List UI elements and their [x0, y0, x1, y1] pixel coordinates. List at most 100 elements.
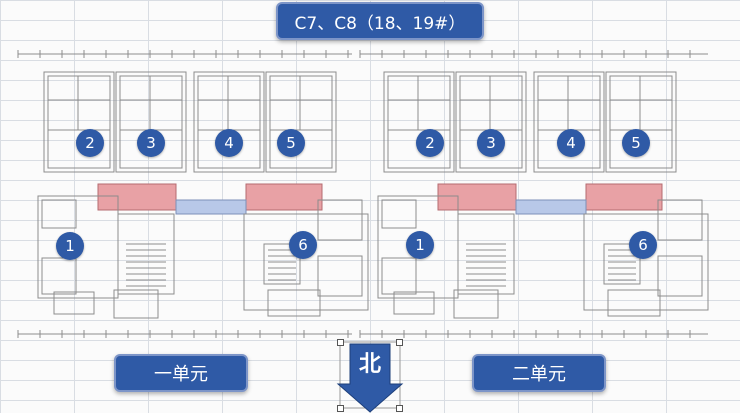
apartment-number: 1 — [415, 236, 425, 254]
room-outline — [381, 199, 417, 229]
room-outline — [47, 75, 79, 101]
north-label: 北 — [358, 352, 381, 377]
room-outline — [299, 75, 333, 101]
building-title-box: C7、C8（18、19#） — [276, 2, 484, 40]
apartment-outline — [383, 71, 455, 173]
room-outline — [639, 99, 673, 131]
unit-1-apartment-6-marker: 6 — [289, 231, 317, 259]
unit-2-apartment-6-marker: 6 — [629, 231, 657, 259]
room-outline — [197, 75, 229, 101]
apartment-outline — [455, 71, 527, 173]
unit-2-apartment-5-marker: 5 — [622, 129, 650, 157]
room-outline — [459, 99, 491, 131]
apartment-number: 6 — [298, 236, 308, 254]
room-outline — [387, 75, 419, 101]
apartment-number: 2 — [425, 134, 435, 152]
unit-1-label: 一单元 — [154, 364, 208, 385]
room-outline — [381, 257, 417, 295]
room-outline — [299, 99, 333, 131]
room-outline — [113, 289, 159, 319]
room-outline — [609, 99, 641, 131]
room-outline — [149, 99, 183, 131]
apartment-number: 5 — [631, 134, 641, 152]
unit-2-apartment-4-marker: 4 — [557, 129, 585, 157]
room-outline — [317, 255, 363, 297]
unit-1-apartment-1-marker: 1 — [56, 232, 84, 260]
room-outline — [269, 99, 301, 131]
apartment-outline — [193, 71, 265, 173]
room-outline — [537, 75, 569, 101]
unit-1-apartment-3-marker: 3 — [137, 129, 165, 157]
apartment-outline — [533, 71, 605, 173]
apartment-number: 3 — [146, 134, 156, 152]
apartment-number: 1 — [65, 237, 75, 255]
stair-core — [245, 183, 323, 211]
unit-1-apartment-2-marker: 2 — [76, 129, 104, 157]
stair-core — [585, 183, 663, 211]
room-outline — [489, 99, 523, 131]
unit-2-label: 二单元 — [512, 364, 566, 385]
room-outline — [269, 129, 333, 169]
room-outline — [453, 289, 499, 319]
unit-1-apartment-5-marker: 5 — [277, 129, 305, 157]
room-outline — [657, 199, 703, 241]
room-outline — [77, 75, 111, 101]
room-outline — [197, 99, 229, 131]
selection-handle[interactable] — [337, 339, 344, 346]
apartment-outline — [43, 71, 115, 173]
selection-handle[interactable] — [337, 405, 344, 412]
apartment-number: 2 — [85, 134, 95, 152]
unit-2-apartment-2-marker: 2 — [416, 129, 444, 157]
room-outline — [639, 75, 673, 101]
balcony-outline — [267, 289, 321, 317]
stair-core — [97, 183, 177, 211]
apartment-outline — [265, 71, 337, 173]
room-outline — [41, 199, 77, 229]
room-outline — [119, 99, 151, 131]
balcony-outline — [393, 291, 435, 315]
floor-plan-linework — [17, 50, 709, 338]
selection-handle[interactable] — [396, 339, 403, 346]
room-outline — [567, 99, 601, 131]
north-arrow-icon — [336, 341, 404, 413]
corridor — [175, 199, 247, 215]
apartment-number: 6 — [638, 236, 648, 254]
room-outline — [77, 99, 111, 131]
room-outline — [489, 75, 523, 101]
room-outline — [317, 199, 363, 241]
stair-outline — [603, 243, 641, 285]
stair-outline — [457, 213, 515, 295]
room-outline — [387, 129, 451, 169]
room-outline — [149, 75, 183, 101]
apartment-outline — [583, 213, 709, 311]
stair-outline — [263, 243, 301, 285]
apartment-outline — [115, 71, 187, 173]
room-outline — [47, 129, 111, 169]
room-outline — [567, 75, 601, 101]
apartment-outline — [243, 213, 369, 311]
room-outline — [537, 99, 569, 131]
unit-1-label-box: 一单元 — [114, 354, 248, 392]
apartment-number: 4 — [566, 134, 576, 152]
selection-handle[interactable] — [396, 405, 403, 412]
unit-2-apartment-3-marker: 3 — [477, 129, 505, 157]
room-outline — [47, 99, 79, 131]
apartment-number: 3 — [486, 134, 496, 152]
room-outline — [417, 99, 451, 131]
room-outline — [227, 99, 261, 131]
unit-2-label-box: 二单元 — [472, 354, 606, 392]
unit-1-apartment-4-marker: 4 — [215, 129, 243, 157]
corridor — [515, 199, 587, 215]
room-outline — [387, 99, 419, 131]
room-outline — [227, 75, 261, 101]
room-outline — [417, 75, 451, 101]
room-outline — [657, 255, 703, 297]
stair-core — [437, 183, 517, 211]
balcony-outline — [53, 291, 95, 315]
apartment-outline — [605, 71, 677, 173]
room-outline — [459, 75, 491, 101]
room-outline — [609, 75, 641, 101]
room-outline — [119, 75, 151, 101]
apartment-number: 5 — [286, 134, 296, 152]
